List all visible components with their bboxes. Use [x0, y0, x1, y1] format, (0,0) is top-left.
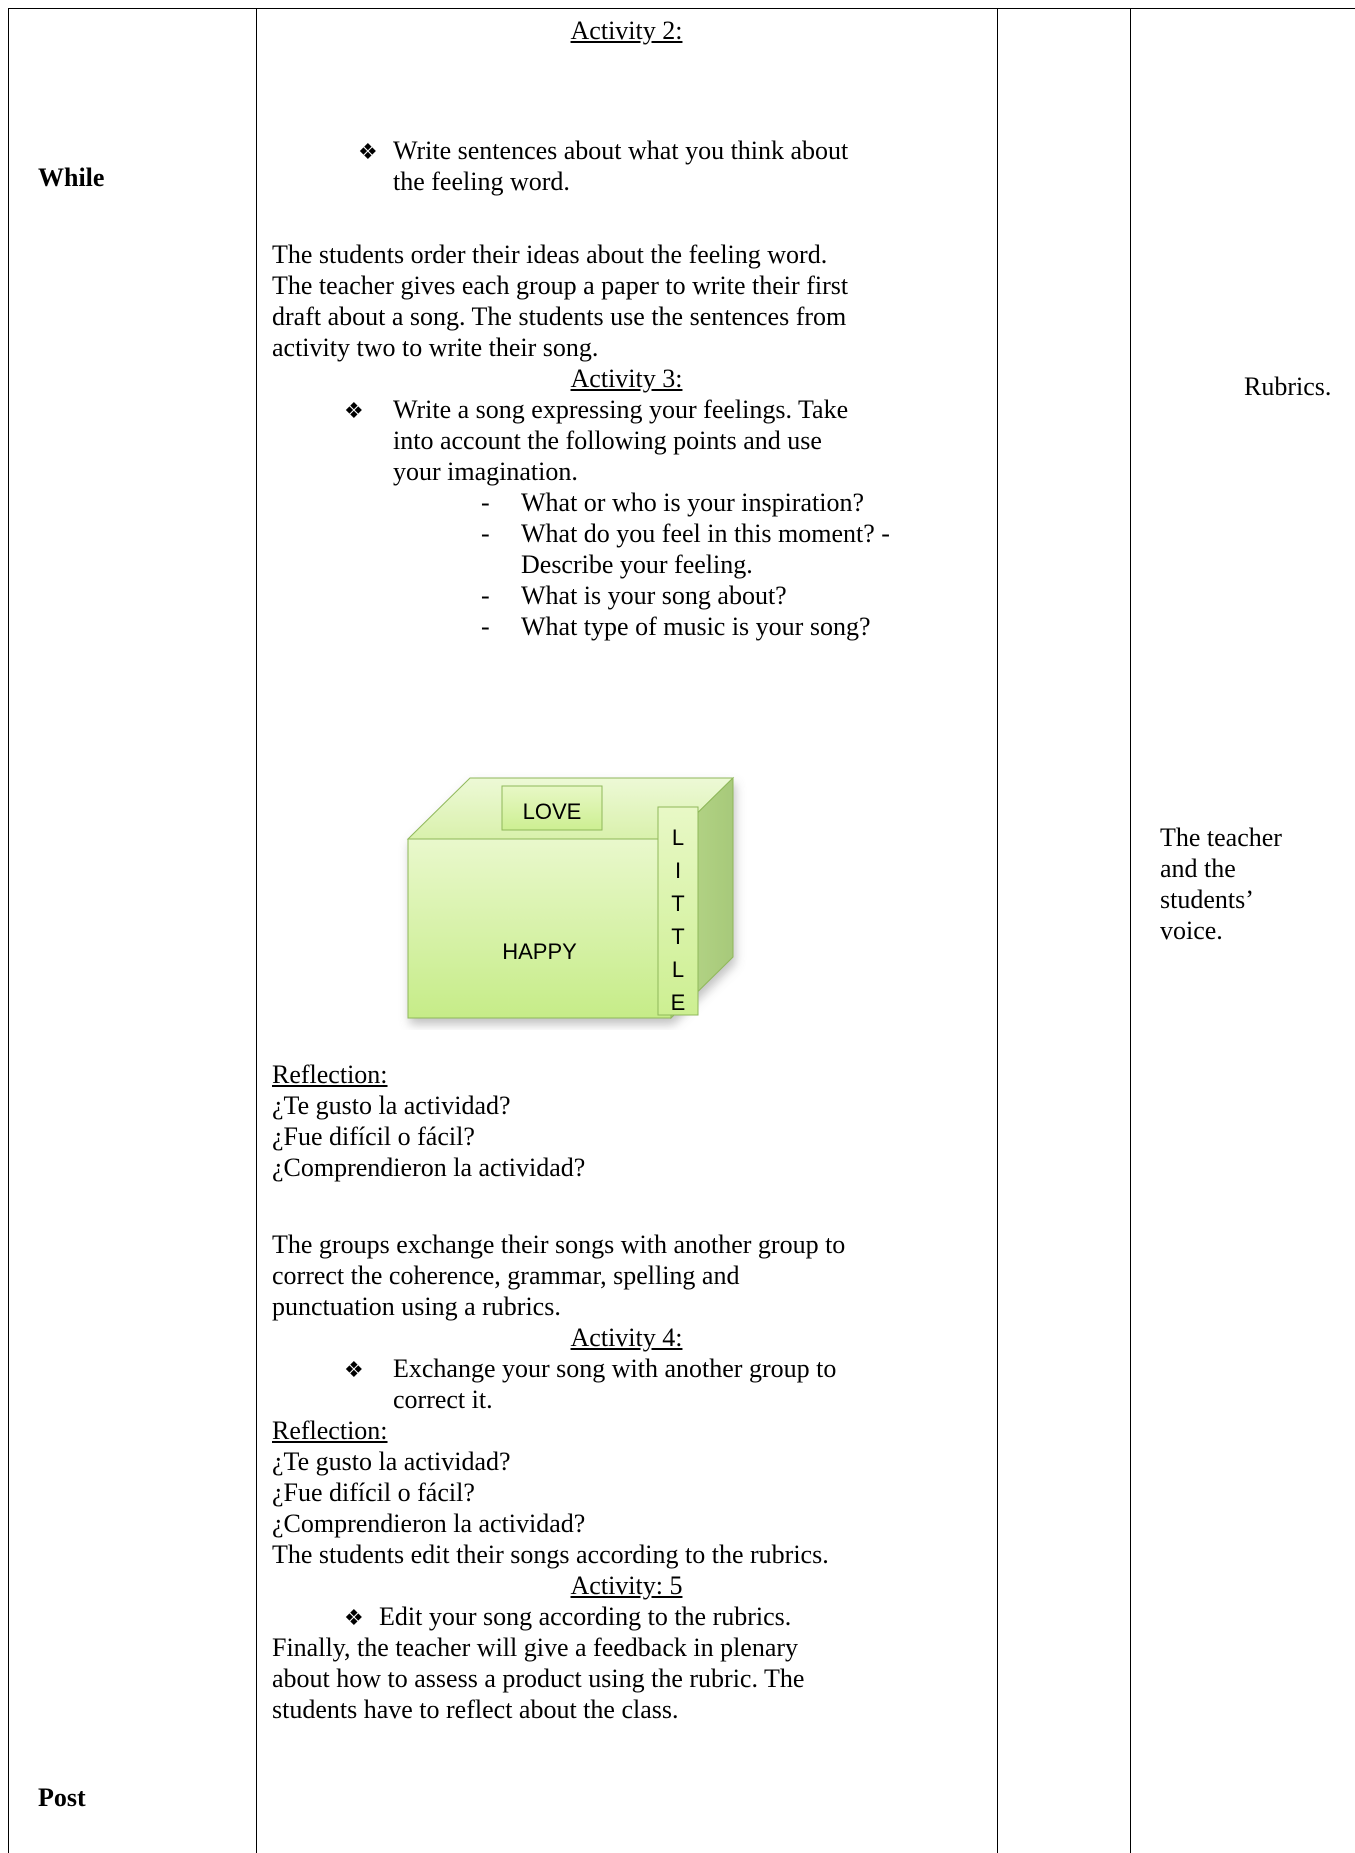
- evaluation-voice-line: and the: [1160, 854, 1236, 883]
- activity-3-instruction-line3: your imagination.: [393, 457, 578, 486]
- paragraph-4-line3: students have to reflect about the class…: [272, 1695, 679, 1724]
- reflection-1-question: ¿Te gusto la actividad?: [272, 1091, 511, 1120]
- activity-3-point: What do you feel in this moment? -: [521, 519, 890, 548]
- cube-side-letter: L: [671, 957, 685, 982]
- cube-front-label: HAPPY: [502, 939, 577, 964]
- reflection-2-question: ¿Fue difícil o fácil?: [272, 1478, 475, 1507]
- column-divider-1: [256, 8, 257, 1853]
- cube-top-label: LOVE: [522, 799, 582, 824]
- cube-top-label-box: [501, 785, 603, 831]
- evaluation-voice-line: voice.: [1160, 916, 1223, 945]
- activity-3-point: What is your song about?: [521, 581, 787, 610]
- column-divider-2: [997, 8, 998, 1853]
- reflection-1-question: ¿Comprendieron la actividad?: [272, 1153, 586, 1182]
- paragraph-2-line1: The groups exchange their songs with ano…: [272, 1230, 846, 1259]
- activity-3-point: Describe your feeling.: [521, 550, 753, 579]
- evaluation-voice-line: The teacher: [1160, 823, 1282, 852]
- reflection-2-title: Reflection:: [272, 1416, 388, 1445]
- cube-side-letter: I: [674, 858, 682, 883]
- activity-4-heading: Activity 4:: [570, 1323, 683, 1352]
- paragraph-1-line3: draft about a song. The students use the…: [272, 302, 847, 331]
- activity-2-instruction-line1: Write sentences about what you think abo…: [393, 136, 849, 165]
- activity-3-point: What type of music is your song?: [521, 612, 871, 641]
- paragraph-2-line2: correct the coherence, grammar, spelling…: [272, 1261, 740, 1290]
- activity-4-instruction-line2: correct it.: [393, 1385, 493, 1414]
- paragraph-1-line2: The teacher gives each group a paper to …: [272, 271, 849, 300]
- cube-side-letter: T: [671, 924, 685, 949]
- activity-2-heading: Activity 2:: [570, 16, 683, 45]
- reflection-2-question: ¿Te gusto la actividad?: [272, 1447, 511, 1476]
- table-top-border: [8, 8, 1355, 9]
- activity-3-instruction-line1: Write a song expressing your feelings. T…: [393, 395, 849, 424]
- stage-while-label: While: [38, 163, 105, 192]
- paragraph-4-line2: about how to assess a product using the …: [272, 1664, 805, 1693]
- stage-post-label: Post: [38, 1783, 86, 1812]
- diamond-bullet-icon: ❖: [344, 1358, 364, 1383]
- dash-bullet: -: [481, 488, 490, 517]
- paragraph-3: The students edit their songs according …: [272, 1540, 829, 1569]
- diamond-bullet-icon: ❖: [358, 140, 378, 165]
- diamond-bullet-icon: ❖: [344, 1606, 364, 1631]
- activity-3-heading: Activity 3:: [570, 364, 683, 393]
- cube-side-letter: L: [671, 825, 685, 850]
- evaluation-rubrics: Rubrics.: [1244, 372, 1332, 401]
- activity-4-instruction-line1: Exchange your song with another group to: [393, 1354, 837, 1383]
- cube-side-label-box: [657, 806, 699, 1016]
- diamond-bullet-icon: ❖: [344, 399, 364, 424]
- activity-3-point: What or who is your inspiration?: [521, 488, 864, 517]
- activity-2-instruction-line2: the feeling word.: [393, 167, 570, 196]
- reflection-1-title: Reflection:: [272, 1060, 388, 1089]
- paragraph-1-line1: The students order their ideas about the…: [272, 240, 828, 269]
- activity-3-instruction-line2: into account the following points and us…: [393, 426, 822, 455]
- reflection-2-question: ¿Comprendieron la actividad?: [272, 1509, 586, 1538]
- cube-side-letter: T: [671, 891, 685, 916]
- dash-bullet: -: [481, 612, 490, 641]
- column-divider-3: [1130, 8, 1131, 1853]
- evaluation-voice-line: students’: [1160, 885, 1254, 914]
- cube-side-letter: E: [670, 990, 686, 1015]
- dash-bullet: -: [481, 581, 490, 610]
- activity-5-heading: Activity: 5: [570, 1571, 683, 1600]
- paragraph-4-line1: Finally, the teacher will give a feedbac…: [272, 1633, 799, 1662]
- paragraph-2-line3: punctuation using a rubrics.: [272, 1292, 561, 1321]
- paragraph-1-line4: activity two to write their song.: [272, 333, 599, 362]
- activity-5-instruction: Edit your song according to the rubrics.: [379, 1602, 792, 1631]
- dash-bullet: -: [481, 519, 490, 548]
- feelings-cube-illustration: [406, 776, 735, 1020]
- table-left-border: [8, 8, 9, 1853]
- reflection-1-question: ¿Fue difícil o fácil?: [272, 1122, 475, 1151]
